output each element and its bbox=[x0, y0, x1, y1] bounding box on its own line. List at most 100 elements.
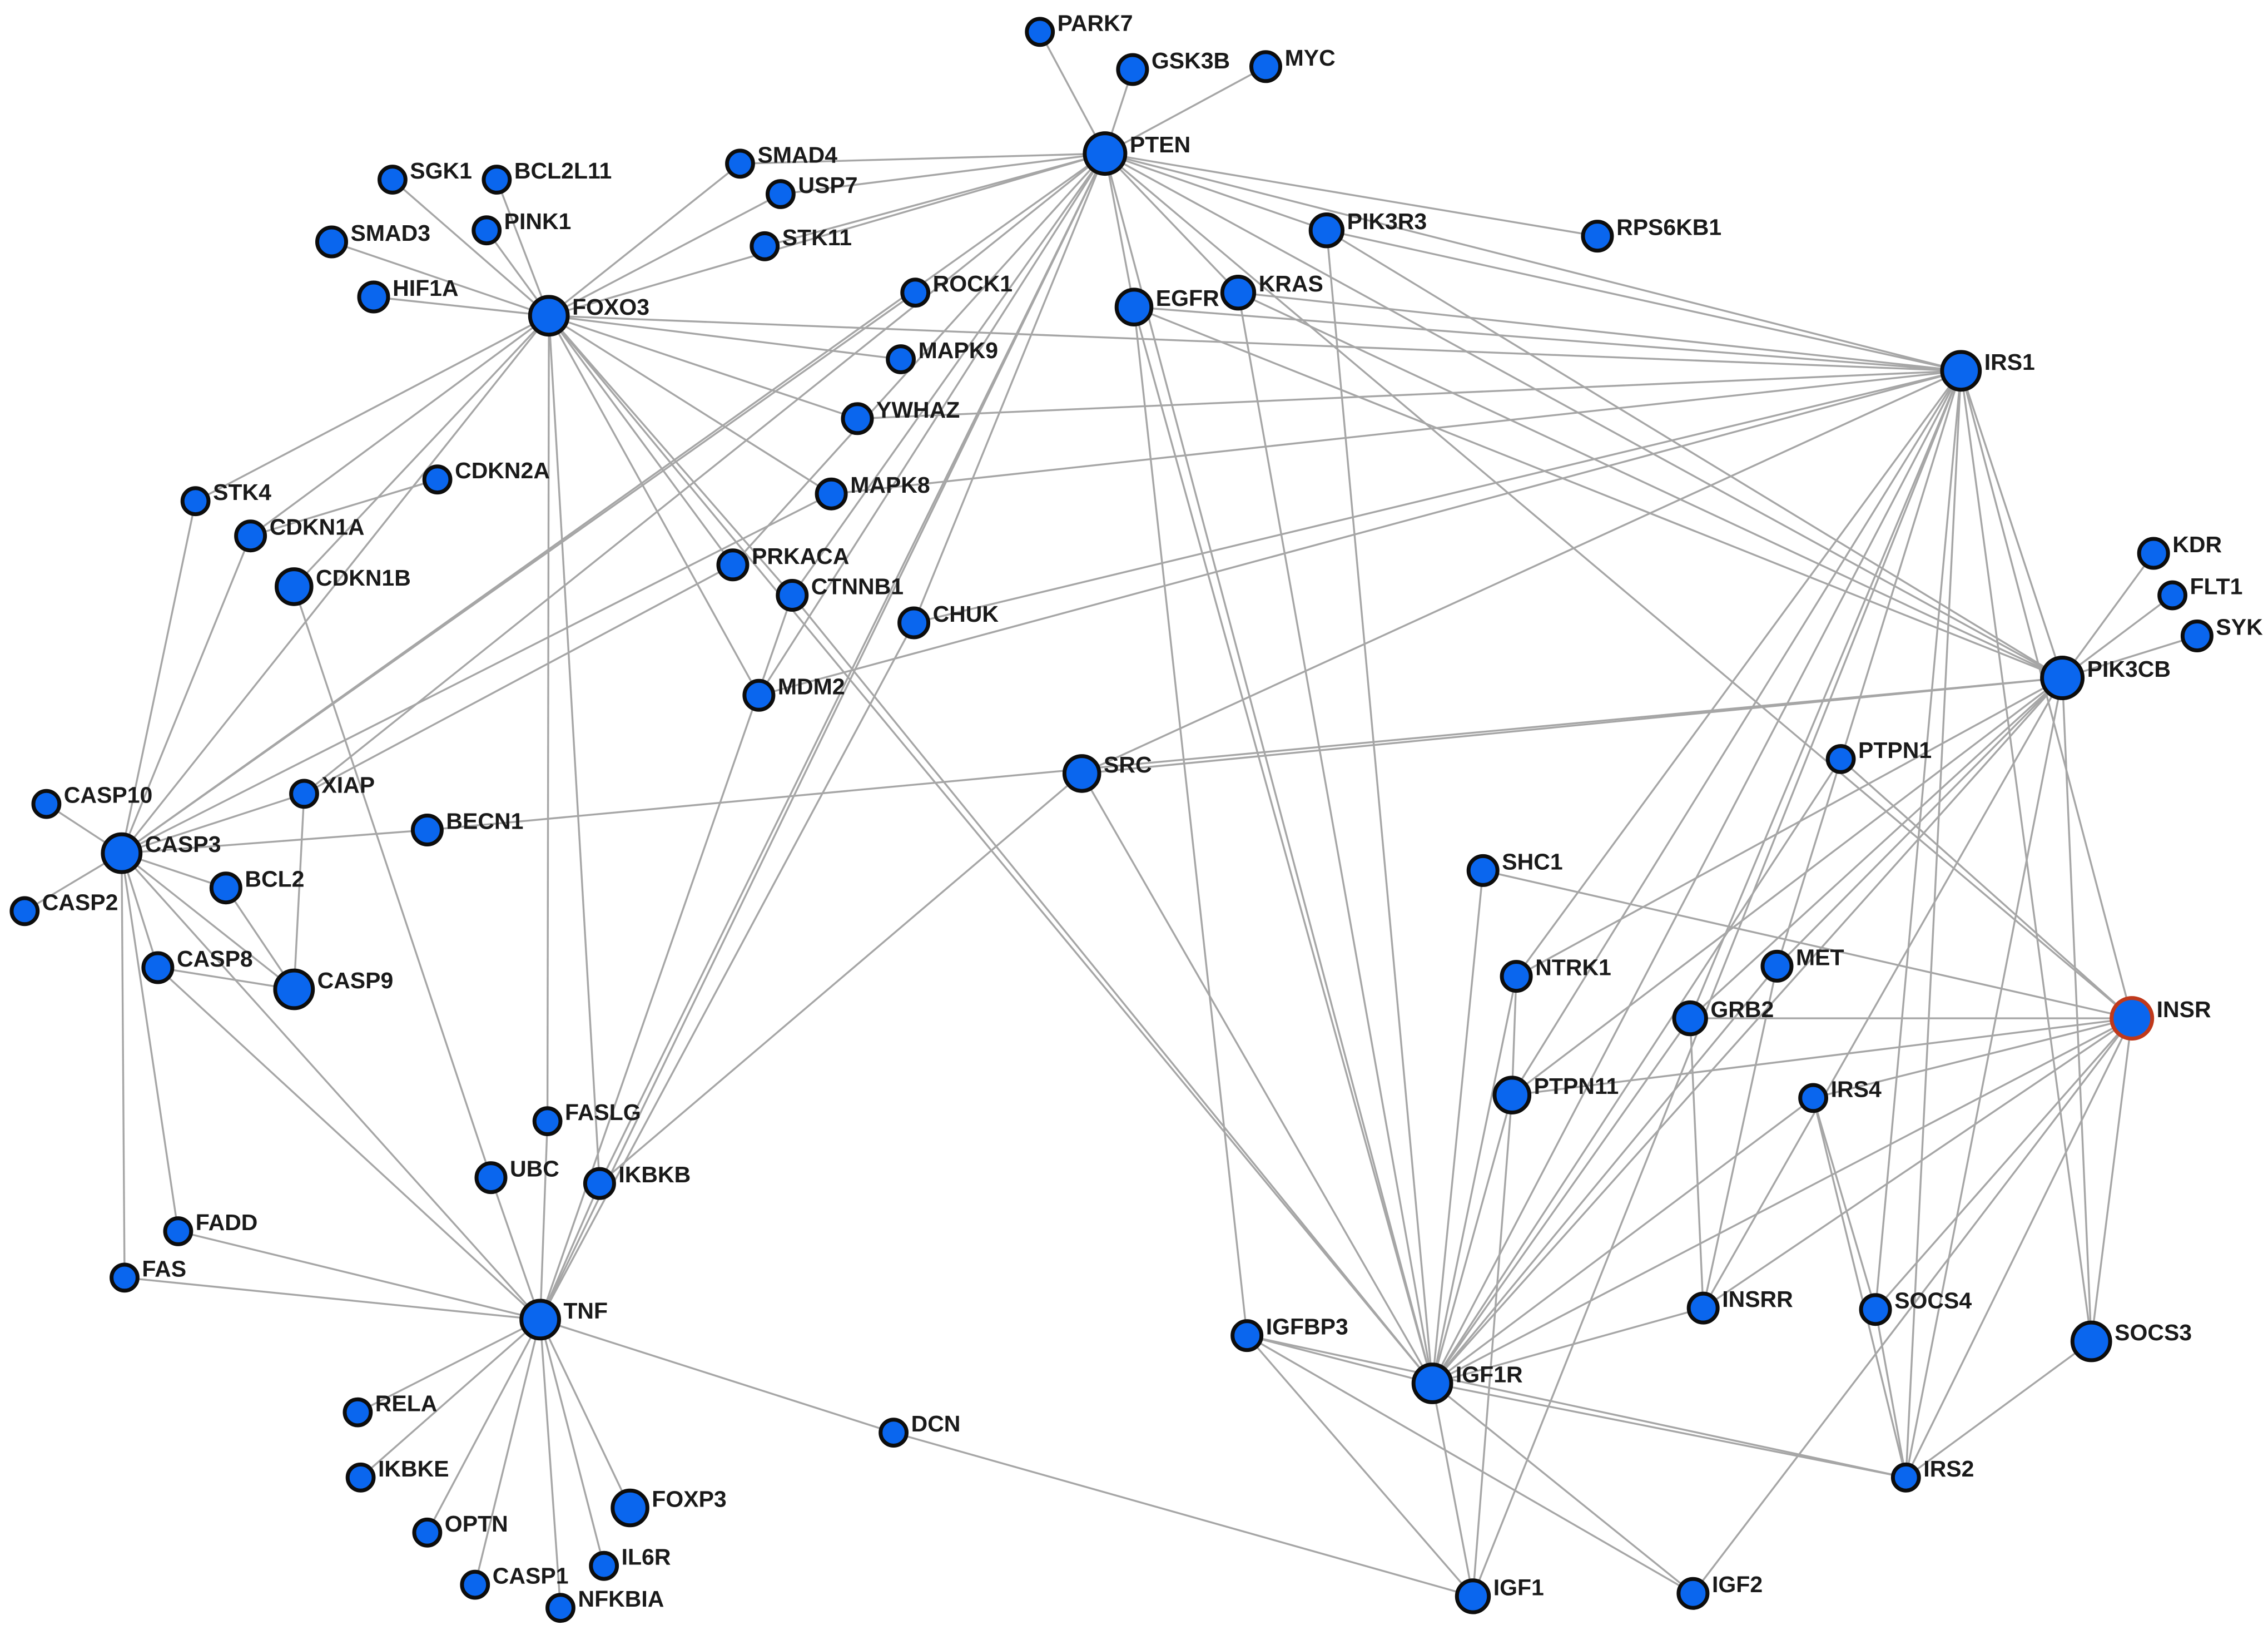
node-src[interactable] bbox=[1062, 754, 1101, 793]
node-hif1a[interactable] bbox=[357, 280, 390, 314]
node-mapk8[interactable] bbox=[815, 477, 848, 511]
node-becn1[interactable] bbox=[410, 814, 444, 846]
node-label-irs1: IRS1 bbox=[1984, 349, 2035, 375]
node-grb2[interactable] bbox=[1672, 1000, 1708, 1037]
node-irs2[interactable] bbox=[1890, 1462, 1921, 1493]
node-pik3cb[interactable] bbox=[2040, 656, 2085, 700]
node-bcl2[interactable] bbox=[209, 871, 242, 905]
node-cdkn2a[interactable] bbox=[422, 464, 453, 495]
node-label-stk4: STK4 bbox=[213, 479, 271, 505]
edge-irs1-ntrk1 bbox=[1515, 370, 1962, 977]
edge-pik3cb-syk bbox=[2062, 635, 2197, 679]
node-mapk9[interactable] bbox=[886, 344, 916, 374]
node-flt1[interactable] bbox=[2157, 580, 2188, 611]
node-igf2[interactable] bbox=[1676, 1577, 1710, 1610]
node-bcl2l11[interactable] bbox=[482, 165, 512, 195]
edge-grb2-insrr bbox=[1689, 1018, 1704, 1309]
edge-casp3-tnf bbox=[121, 853, 541, 1321]
node-tnf[interactable] bbox=[519, 1299, 561, 1341]
node-ntrk1[interactable] bbox=[1500, 960, 1533, 993]
node-casp3[interactable] bbox=[101, 832, 143, 874]
node-ubc[interactable] bbox=[474, 1161, 508, 1195]
node-igf1[interactable] bbox=[1455, 1578, 1491, 1614]
node-rock1[interactable] bbox=[900, 278, 931, 308]
edge-pik3cb-igf1r bbox=[1431, 677, 2063, 1384]
node-insr[interactable] bbox=[2110, 996, 2155, 1041]
node-casp2[interactable] bbox=[9, 896, 40, 926]
node-sgk1[interactable] bbox=[378, 165, 408, 195]
node-smad4[interactable] bbox=[725, 148, 755, 179]
node-rela[interactable] bbox=[343, 1397, 373, 1428]
edge-xiap-casp3 bbox=[121, 792, 305, 854]
node-dcn[interactable] bbox=[879, 1418, 909, 1448]
node-optn[interactable] bbox=[412, 1517, 443, 1548]
node-label-kras: KRAS bbox=[1259, 271, 1323, 296]
node-pink1[interactable] bbox=[472, 215, 502, 246]
node-label-cdkn2a: CDKN2A bbox=[455, 458, 550, 483]
node-shc1[interactable] bbox=[1466, 854, 1500, 887]
edge-foxo3-cdkn1b bbox=[293, 315, 550, 588]
node-label-rela: RELA bbox=[375, 1391, 438, 1416]
node-pten[interactable] bbox=[1083, 131, 1128, 176]
edge-xiap-casp9 bbox=[293, 794, 305, 990]
node-label-gsk3b: GSK3B bbox=[1152, 48, 1230, 73]
node-igfbp3[interactable] bbox=[1230, 1319, 1264, 1352]
edge-src-igf1r bbox=[1081, 773, 1433, 1384]
node-socs4[interactable] bbox=[1859, 1293, 1892, 1326]
node-ctnnb1[interactable] bbox=[776, 579, 809, 612]
node-il6r[interactable] bbox=[589, 1550, 619, 1581]
node-casp8[interactable] bbox=[141, 951, 175, 984]
node-foxp3[interactable] bbox=[611, 1488, 649, 1528]
node-stk4[interactable] bbox=[180, 486, 211, 517]
node-pik3r3[interactable] bbox=[1308, 212, 1345, 249]
edge-pten-pik3cb bbox=[1104, 152, 2063, 679]
edge-casp8-casp9 bbox=[157, 967, 295, 990]
node-socs3[interactable] bbox=[2070, 1320, 2112, 1362]
node-ptpn11[interactable] bbox=[1492, 1076, 1532, 1114]
node-ptpn1[interactable] bbox=[1825, 744, 1856, 774]
node-fadd[interactable] bbox=[163, 1216, 193, 1246]
node-nfkbia[interactable] bbox=[545, 1593, 575, 1623]
edge-foxo3-mapk8 bbox=[548, 315, 832, 495]
node-faslg[interactable] bbox=[532, 1106, 563, 1136]
node-rps6kb1[interactable] bbox=[1581, 220, 1614, 253]
edge-tnf-fas bbox=[124, 1276, 540, 1321]
node-ikbkb[interactable] bbox=[583, 1167, 616, 1200]
node-cdkn1b[interactable] bbox=[275, 567, 314, 606]
node-prkaca[interactable] bbox=[716, 548, 750, 582]
node-ikbke[interactable] bbox=[345, 1462, 376, 1493]
node-igf1r[interactable] bbox=[1411, 1362, 1453, 1404]
node-chuk[interactable] bbox=[897, 606, 931, 640]
node-irs4[interactable] bbox=[1798, 1083, 1829, 1113]
node-syk[interactable] bbox=[2180, 620, 2214, 652]
node-casp9[interactable] bbox=[273, 968, 315, 1010]
node-xiap[interactable] bbox=[289, 779, 319, 809]
node-label-smad3: SMAD3 bbox=[351, 220, 431, 246]
node-insrr[interactable] bbox=[1686, 1291, 1720, 1325]
node-met[interactable] bbox=[1760, 949, 1794, 983]
node-ywhaz[interactable] bbox=[841, 402, 874, 435]
node-foxo3[interactable] bbox=[528, 295, 570, 337]
node-cdkn1a[interactable] bbox=[234, 519, 267, 553]
node-stk11[interactable] bbox=[750, 231, 780, 261]
node-gsk3b[interactable] bbox=[1116, 53, 1149, 86]
edge-pten-chuk bbox=[913, 153, 1106, 623]
node-fas[interactable] bbox=[110, 1262, 140, 1293]
node-label-pten: PTEN bbox=[1130, 132, 1190, 157]
node-myc[interactable] bbox=[1249, 50, 1282, 83]
node-casp1[interactable] bbox=[460, 1569, 490, 1600]
node-park7[interactable] bbox=[1025, 17, 1055, 47]
node-mdm2[interactable] bbox=[742, 678, 776, 712]
edge-irs1-socs3 bbox=[1960, 370, 2092, 1342]
node-kras[interactable] bbox=[1220, 275, 1257, 311]
node-smad3[interactable] bbox=[315, 225, 348, 259]
edge-tnf-fadd bbox=[177, 1230, 541, 1321]
node-egfr[interactable] bbox=[1114, 288, 1154, 327]
edge-pik3cb-insrr bbox=[1702, 677, 2063, 1309]
node-usp7[interactable] bbox=[766, 179, 796, 209]
node-kdr[interactable] bbox=[2137, 537, 2170, 570]
edge-pten-usp7 bbox=[780, 152, 1105, 195]
node-casp10[interactable] bbox=[31, 789, 62, 819]
node-irs1[interactable] bbox=[1940, 350, 1982, 392]
edge-foxo3-mdm2 bbox=[548, 315, 760, 696]
